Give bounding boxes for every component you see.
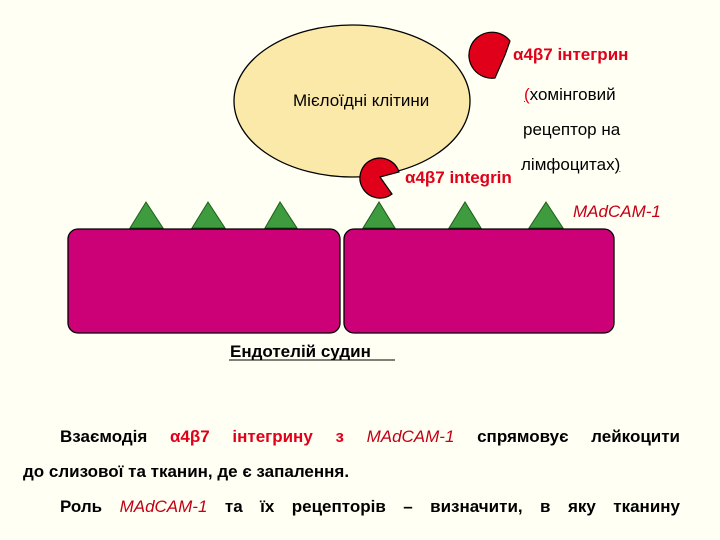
madcam-label: MAdCAM-1 [573,202,661,221]
integrin-top-label: α4β7 інтегрин [513,45,629,64]
endothelium-label: Ендотелій судин [230,342,371,361]
paragraph-1-line-1: Взаємодія α4β7 інтегрину з MAdCAM-1 спря… [60,427,681,446]
cell-label: Мієлоїдні клітини [293,91,430,110]
integrin-bottom-icon [359,157,400,199]
madcam-triangle-icon [264,201,298,229]
madcam-triangle-icon [191,201,226,229]
madcam-triangles [129,201,564,229]
endothelial-cell-right [343,228,615,334]
madcam-triangle-icon [362,201,396,229]
homing-note-line1: (хомінговий [524,85,616,104]
integrin-bottom-label: α4β7 integrin [405,168,512,187]
madcam-triangle-icon [448,201,482,229]
madcam-triangle-icon [528,201,564,229]
homing-note-line2: рецептор на [523,120,621,139]
myeloid-cell [233,24,471,178]
integrin-top-icon [468,31,511,79]
endothelial-cell-left [67,228,341,334]
homing-note-line3: лімфоцитах) [521,155,621,174]
paragraph-2-line-1: Роль MAdCAM-1 та їх рецепторів – визначи… [60,497,680,516]
madcam-triangle-icon [129,201,164,229]
paragraph-1-line-2: до слизової та тканин, де є запалення. [23,462,350,481]
